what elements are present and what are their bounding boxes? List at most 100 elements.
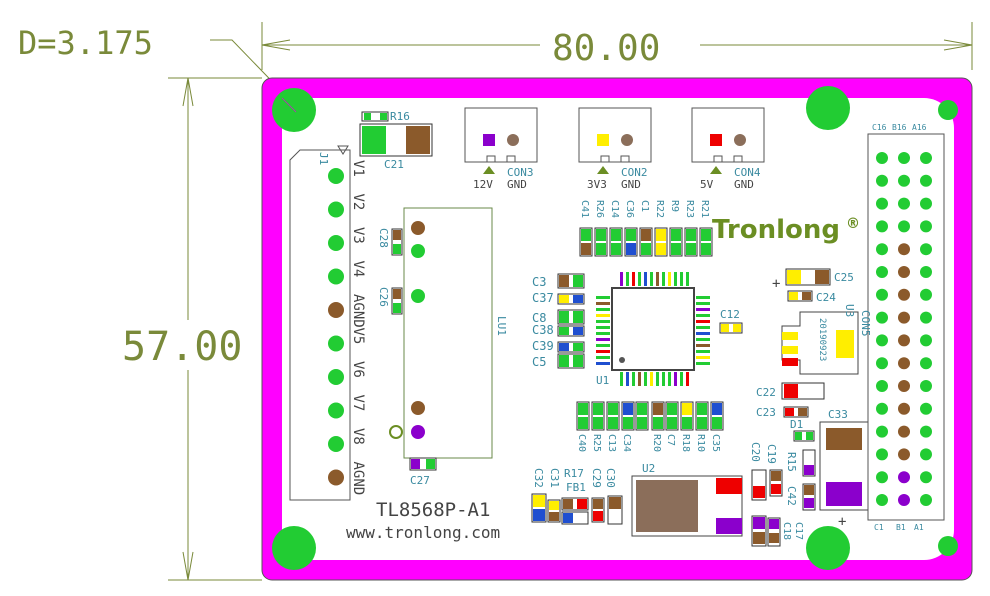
passive-c35: C35 [710, 401, 724, 452]
con5-pin [876, 334, 888, 347]
power-connector-ref: CON2 [621, 166, 648, 179]
c13-ref: C13 [606, 434, 617, 452]
con5-pin [898, 266, 910, 278]
con5-pin [876, 288, 888, 301]
c20-ref: C20 [749, 442, 762, 462]
con5-pin [876, 357, 888, 370]
j1-pin [328, 402, 344, 419]
brand-name: Tronlong [712, 215, 840, 245]
power-connector-ref: CON3 [507, 166, 534, 179]
c35-ref: C35 [710, 434, 721, 452]
power-connector-voltage: 3V3 [587, 178, 607, 191]
c36-ref: C36 [624, 200, 635, 218]
con5-top-label-a: A16 [912, 123, 927, 132]
con5-pin [898, 311, 910, 324]
c17-ref: C17 [793, 522, 804, 540]
height-dimension: 57.00 [122, 324, 242, 370]
u2-regulator: U2 [631, 462, 743, 537]
con5-pin [876, 402, 888, 415]
r15-ref: R15 [785, 452, 798, 472]
passive-c14: C14 [609, 200, 623, 257]
passive-r20: R20 [651, 401, 665, 452]
c26-ref: C26 [377, 287, 390, 307]
c37-ref: C37 [532, 291, 554, 305]
con5-pin [898, 152, 910, 164]
passive-r9: R9 [669, 200, 683, 257]
con5-ref: CON5 [859, 310, 872, 337]
con5-pin [898, 402, 910, 415]
c23-ref: C23 [756, 406, 776, 419]
con5-pin [920, 266, 932, 278]
con5-pin [920, 494, 932, 506]
con5-pin [876, 380, 888, 392]
mount-hole-extra-br [938, 536, 958, 556]
passive-r18: R18 [680, 401, 694, 452]
con5-pin [898, 380, 910, 392]
con5-bottom-label-c: C1 [874, 523, 884, 532]
c22-ref: C22 [756, 386, 776, 399]
j1-pin-label: V1 [350, 160, 366, 177]
j1-pin-label: V2 [350, 194, 366, 211]
bottom-left-passives: C32 C31 R17 FB1 C29 C30 [531, 467, 623, 525]
j1-pin [328, 302, 344, 318]
passive-c5: C5 [532, 353, 585, 369]
con5-pin [920, 288, 932, 301]
mount-hole-extra-tr [938, 100, 958, 120]
con5-pin [898, 425, 910, 438]
con5-pin [876, 220, 888, 233]
con5-pin [898, 471, 910, 484]
r25-ref: R25 [591, 434, 602, 452]
passive-r10: R10 [695, 401, 709, 452]
passive-c3: C3 [532, 273, 585, 289]
width-dimension: 80.00 [552, 28, 660, 69]
u3-ref: U3 [843, 304, 856, 317]
c25-ref: C25 [834, 271, 854, 284]
r15-resistor: R15 [785, 449, 816, 477]
con5-pin [920, 220, 932, 233]
con5-pin [898, 220, 910, 233]
c32-ref: C32 [532, 468, 545, 488]
c27-ref: C27 [410, 474, 430, 487]
r21-ref: R21 [699, 200, 710, 218]
j1-pin-label: AGND [350, 462, 366, 496]
j1-pin-label: V6 [350, 361, 366, 378]
r18-ref: R18 [680, 434, 691, 452]
c34-ref: C34 [621, 434, 632, 452]
passive-c40: C40 [576, 401, 590, 452]
lu1-ref: LU1 [495, 316, 508, 336]
c18-c17-capacitors: C18 C17 [751, 515, 804, 547]
c31-ref: C31 [548, 468, 561, 488]
power-connector-gnd: GND [507, 178, 527, 191]
c8-ref: C8 [532, 311, 546, 325]
con5-pin [920, 471, 932, 484]
passive-c13: C13 [606, 401, 620, 452]
c33-ref: C33 [828, 408, 848, 421]
con5-pin [920, 243, 932, 256]
c33-capacitor: C33 + [819, 408, 869, 530]
c27-capacitor: C27 [409, 457, 437, 487]
u1-chip: U1 [596, 272, 710, 387]
c29-ref: C29 [590, 468, 603, 488]
c33-plus: + [838, 514, 846, 530]
j1-pin [328, 235, 344, 251]
power-connector-gnd: GND [734, 178, 754, 191]
con5-pin [920, 425, 932, 438]
r16-resistor: R16 [361, 110, 410, 123]
con5-pin [920, 197, 932, 210]
j1-pin-label: V7 [350, 395, 366, 412]
passive-r25: R25 [591, 401, 605, 452]
r9-ref: R9 [669, 200, 680, 212]
con5-pin [898, 197, 910, 210]
c21-capacitor: C21 [359, 123, 433, 171]
con5-pin [920, 311, 932, 324]
j1-pin-label: V8 [350, 428, 366, 445]
d1-ref: D1 [790, 418, 803, 431]
c19-capacitor: C19 [765, 444, 783, 497]
j1-pin [328, 369, 344, 385]
con5-pin [898, 494, 910, 506]
c28-ref: C28 [377, 228, 390, 248]
con5-pin [898, 334, 910, 347]
